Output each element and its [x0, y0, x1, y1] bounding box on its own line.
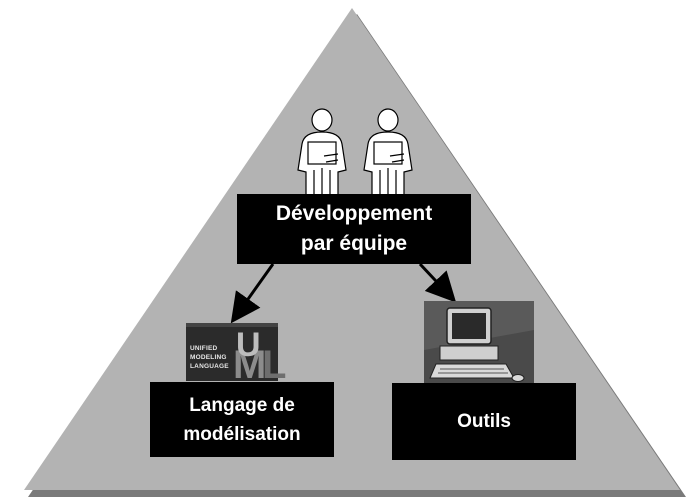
uml-line-3: LANGUAGE: [190, 363, 229, 370]
language-line-2: modélisation: [183, 423, 301, 445]
arrow-to-tools: [418, 262, 457, 303]
uml-logo-icon: M L U: [186, 323, 286, 387]
uml-line-1: UNIFIED: [190, 345, 218, 352]
svg-text:U: U: [236, 326, 261, 364]
uml-logo-text: UNIFIED MODELING LANGUAGE: [190, 344, 229, 371]
person-icon: [297, 108, 347, 199]
computer-icon: [424, 301, 534, 383]
tools-label: Outils: [457, 410, 511, 432]
svg-text:L: L: [262, 343, 286, 387]
team-line-1: Développement: [275, 202, 433, 225]
team-line-2: par équipe: [300, 232, 408, 255]
language-line-1: Langage de: [189, 394, 295, 416]
svg-text:M: M: [233, 343, 266, 387]
arrow-to-language: [230, 263, 275, 324]
tools-box: Outils: [392, 383, 576, 460]
modeling-language-box: Langage de modélisation: [150, 382, 334, 457]
team-development-box: Développement par équipe: [237, 194, 471, 264]
uml-line-2: MODELING: [190, 354, 227, 361]
person-icon: [363, 108, 413, 199]
